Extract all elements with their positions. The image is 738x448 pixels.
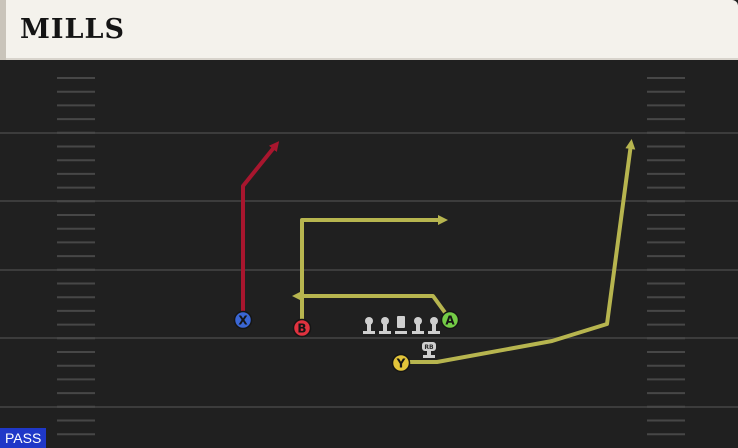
hash-marks	[57, 77, 685, 436]
lineman-icon	[363, 317, 375, 334]
receiver-y-label: Y	[396, 357, 406, 371]
rb-label: RB	[424, 344, 434, 351]
receiver-x-label: X	[238, 314, 248, 328]
routes	[241, 139, 636, 364]
yard-lines	[0, 132, 738, 408]
receiver-b[interactable]: B	[292, 318, 312, 338]
route-b	[300, 215, 448, 326]
receiver-x-icon	[233, 310, 253, 330]
play-type-badge: PASS	[0, 428, 47, 448]
play-field: RB X B A Y	[0, 77, 738, 436]
running-back-icon: RB	[422, 342, 436, 358]
receiver-a-icon	[440, 310, 460, 330]
center-icon	[395, 316, 407, 334]
receiver-y-icon	[391, 353, 411, 373]
receiver-b-icon	[292, 318, 312, 338]
receiver-a[interactable]: A	[440, 310, 460, 330]
lineman-icon	[412, 317, 424, 334]
play-header: MILLS	[0, 0, 738, 60]
receiver-x[interactable]: X	[233, 310, 253, 330]
receiver-y[interactable]: Y	[391, 353, 411, 373]
route-y	[402, 139, 636, 364]
receiver-a-label: A	[445, 314, 455, 328]
offensive-line	[363, 316, 440, 334]
header-accent	[0, 0, 6, 60]
route-x	[241, 141, 280, 318]
lineman-icon	[428, 317, 440, 334]
play-title: MILLS	[20, 14, 125, 45]
route-a	[292, 291, 451, 320]
receiver-b-label: B	[297, 322, 306, 336]
lineman-icon	[379, 317, 391, 334]
